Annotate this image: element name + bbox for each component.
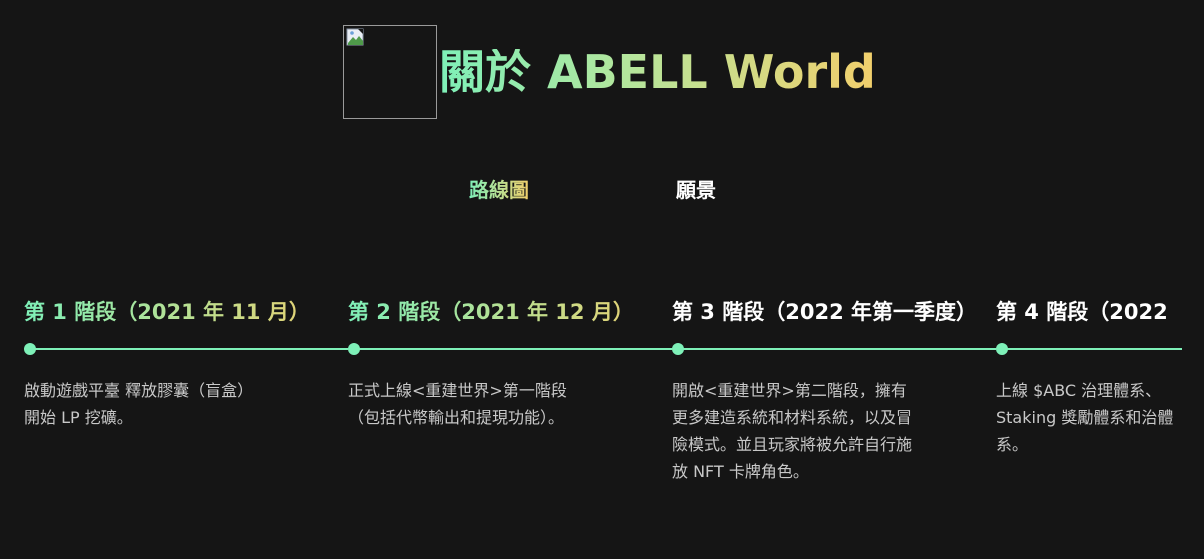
timeline xyxy=(24,343,348,355)
broken-image-icon xyxy=(346,28,364,46)
roadmap-stage-4: 第 4 階段（2022 上線 $ABC 治理體系、Staking 獎勵體系和治體… xyxy=(996,296,1182,458)
timeline-line xyxy=(30,348,348,350)
timeline-line xyxy=(1002,348,1182,350)
stage-description: 開啟<重建世界>第二階段，擁有更多建造系統和材料系統，以及冒險模式。並且玩家將被… xyxy=(672,381,913,481)
stage-description: 上線 $ABC 治理體系、Staking 獎勵體系和治體系。 xyxy=(996,381,1174,454)
stage-description: 啟動遊戲平臺 釋放膠囊（盲盒） 開始 LP 挖礦。 xyxy=(24,381,254,427)
timeline-line xyxy=(354,348,672,350)
stage-title: 第 2 階段（2021 年 12 月） xyxy=(348,296,672,328)
logo-image xyxy=(343,25,437,119)
timeline xyxy=(672,343,996,355)
timeline xyxy=(996,343,1182,355)
roadmap-stage-1: 第 1 階段（2021 年 11 月） 啟動遊戲平臺 釋放膠囊（盲盒） 開始 L… xyxy=(24,296,348,431)
stage-title: 第 3 階段（2022 年第一季度） xyxy=(672,300,977,324)
stage-title: 第 1 階段（2021 年 11 月） xyxy=(24,296,348,328)
tab-roadmap[interactable]: 路線圖 xyxy=(469,174,529,203)
stage-description: 正式上線<重建世界>第一階段（包括代幣輸出和提現功能）。 xyxy=(348,381,567,427)
timeline xyxy=(348,343,672,355)
header: 關於 ABELL World xyxy=(343,24,876,120)
tab-vision[interactable]: 願景 xyxy=(676,178,716,202)
stage-title: 第 4 階段（2022 xyxy=(996,300,1168,324)
roadmap-stage-3: 第 3 階段（2022 年第一季度） 開啟<重建世界>第二階段，擁有更多建造系統… xyxy=(672,296,996,485)
timeline-line xyxy=(678,348,996,350)
page-title: 關於 ABELL World xyxy=(439,45,876,99)
roadmap-stage-2: 第 2 階段（2021 年 12 月） 正式上線<重建世界>第一階段（包括代幣輸… xyxy=(348,296,672,431)
